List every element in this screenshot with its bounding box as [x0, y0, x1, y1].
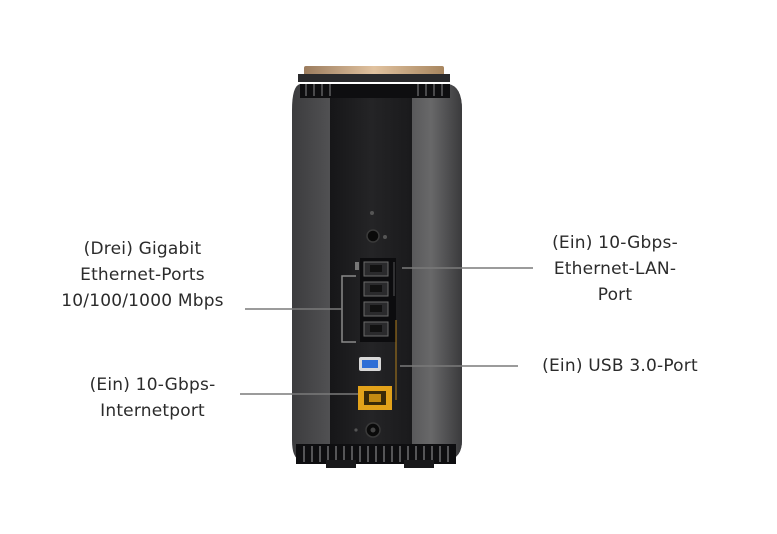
callout-line: (Ein) 10-Gbps-	[89, 375, 216, 395]
power-jack	[354, 422, 381, 438]
gigabit-port-3	[363, 321, 389, 337]
bottom-vents	[296, 444, 456, 468]
usb-port	[359, 357, 381, 371]
callout-line: (Ein) 10-Gbps-	[552, 233, 678, 253]
internet-port	[358, 386, 392, 410]
callout-line: Internetport	[100, 401, 205, 421]
callout-line: (Drei) Gigabit	[83, 239, 202, 259]
leader-lines	[240, 267, 533, 395]
router-top-cap	[298, 66, 450, 82]
callout-line: Ethernet-Ports	[80, 265, 205, 285]
lan-port-10g	[363, 261, 389, 277]
callout-lan-port: (Ein) 10-Gbps- Ethernet-LAN- Port	[530, 230, 700, 308]
callout-usb-port: (Ein) USB 3.0-Port	[522, 353, 718, 379]
callout-internet-port: (Ein) 10-Gbps- Internetport	[60, 372, 245, 424]
ethernet-ports	[355, 258, 397, 400]
callout-line: 10/100/1000 Mbps	[61, 291, 224, 311]
callout-line: (Ein) USB 3.0-Port	[542, 356, 698, 376]
gigabit-port-2	[363, 301, 389, 317]
gigabit-port-1	[363, 281, 389, 297]
callout-gigabit-ports: (Drei) Gigabit Ethernet-Ports 10/100/100…	[40, 236, 245, 314]
callout-line: Port	[597, 285, 633, 305]
reset-button	[366, 211, 387, 243]
callout-line: Ethernet-LAN-	[553, 259, 677, 279]
top-vents	[300, 84, 450, 98]
